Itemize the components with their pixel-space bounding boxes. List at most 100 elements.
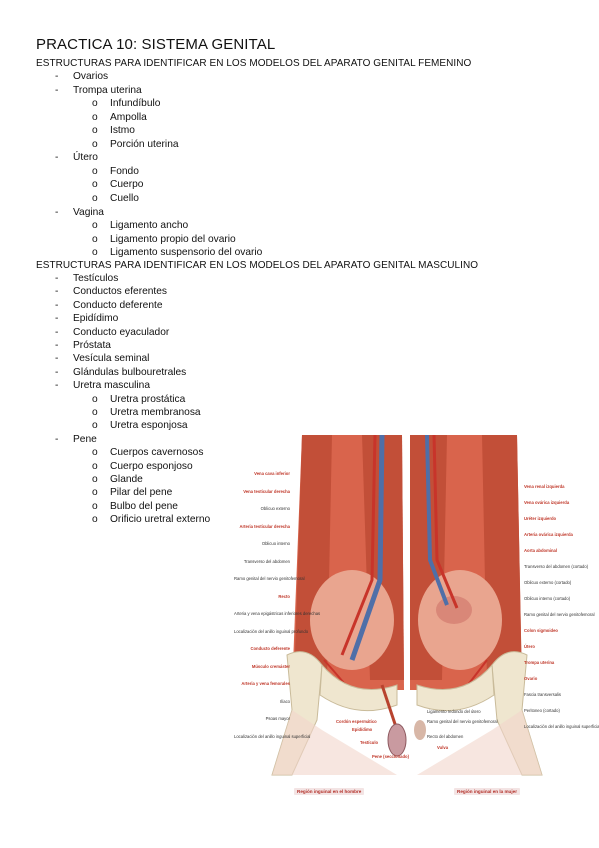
bullet-marker: o — [92, 474, 98, 485]
bullet-marker: - — [55, 353, 59, 365]
female-artery — [432, 434, 459, 609]
male-list-item: -Conductos eferentes — [0, 285, 400, 299]
male-list-item: - Conducto eyaculador — [0, 326, 400, 340]
figure-label-left: Conducto deferente — [250, 646, 290, 651]
list-item-text: Pilar del pene — [110, 487, 173, 499]
male-pubis — [319, 663, 398, 712]
male-list-item: o Uretra membranosa — [0, 406, 400, 420]
figure-label-bottom: Pene (seccionado) — [372, 754, 410, 759]
figure-label-right: Oblicuo externo (cortado) — [524, 580, 572, 585]
list-item-text: Conducto eyaculador — [73, 326, 170, 338]
figure-label-left: Vena testicular derecha — [243, 488, 290, 494]
figure-label-right: Trompa uterina — [524, 660, 555, 665]
male-list-item: -Vesícula seminal — [0, 352, 400, 366]
list-item-text: Conductos eferentes — [73, 286, 168, 298]
male-list-item: o Bulbo del pene — [0, 500, 400, 514]
bullet-marker: o — [92, 98, 98, 110]
figure-label-right: Vena ovárica izquierda — [524, 500, 570, 505]
figure-label-right: Ovario — [524, 676, 538, 681]
bullet-marker: o — [92, 500, 98, 512]
bullet-marker: - — [55, 433, 59, 445]
caption-female: Región inguinal en la mujer — [454, 788, 520, 795]
female-list-item: -Trompa uterina — [0, 84, 400, 98]
list-item-text: Epidídimo — [73, 313, 119, 325]
figure-label-bottom: Recto del abdomen — [427, 734, 464, 739]
figure-label-left: Ilíaco — [279, 698, 290, 704]
bullet-marker: - — [55, 273, 59, 284]
bullet-marker: o — [92, 165, 98, 177]
male-list-item: - Pene — [0, 433, 400, 447]
male-list-item: -Conducto deferente — [0, 299, 400, 313]
bullet-marker: o — [92, 233, 98, 245]
male-list-item: -Glándulas bulbouretrales — [0, 366, 400, 380]
figure-label-left: Arteria testicular derecha — [239, 523, 290, 529]
figure-label-left: Psoas mayor — [265, 716, 290, 721]
bullet-marker: o — [92, 460, 98, 472]
list-item-text: Uretra membranosa — [110, 407, 201, 418]
figure-label-left: Transverso del abdomen — [243, 558, 290, 564]
figure-label-right: Colon sigmoideo — [524, 628, 558, 633]
bullet-marker: o — [92, 447, 98, 459]
figure-label-left: Músculo cremáster — [251, 663, 290, 669]
bullet-marker: o — [92, 138, 98, 150]
caption-male: Región inguinal en el hombre — [294, 788, 365, 795]
male-heading: ESTRUCTURAS PARA IDENTIFICAR EN LOS MODE… — [36, 260, 479, 271]
bullet-marker: o — [92, 125, 98, 137]
list-item-text: Vagina — [73, 206, 104, 218]
testicle-shape — [387, 723, 407, 757]
figure-label-bottom: Ramo genital del nervio genitofemoral — [427, 719, 498, 724]
figure-label-right: Oblicuo interno (cortado) — [524, 596, 571, 601]
list-item-text: Uretra esponjosa — [110, 420, 188, 432]
male-artery — [340, 434, 377, 656]
female-list-item: -Ovarios — [0, 70, 400, 84]
figure-label-right: Útero — [524, 644, 535, 649]
list-item-text: Infundíbulo — [110, 98, 161, 110]
female-vein — [425, 434, 449, 606]
list-item-text: Ovarios — [73, 71, 109, 82]
vulva-shape — [414, 720, 426, 740]
figure-label-left: Arteria y vena epigástricas inferiores d… — [234, 611, 321, 616]
figure-label-left: Recto — [278, 593, 290, 599]
list-item-text: Ampolla — [110, 111, 147, 123]
list-item-text: Cuello — [110, 192, 139, 204]
female-list-item: o Cuello — [0, 192, 400, 206]
bullet-marker: o — [92, 192, 98, 204]
bullet-marker: - — [55, 326, 59, 338]
bullet-marker: - — [55, 366, 59, 378]
list-item-text: Trompa uterina — [73, 84, 142, 96]
figure-label-bottom: Vulva — [437, 745, 449, 750]
female-list-item: o Infundíbulo — [0, 97, 400, 111]
figure-label-right: Vena renal izquierda — [524, 484, 565, 489]
male-thigh — [272, 710, 397, 775]
figure-label-left: Arteria y vena femorales — [241, 681, 290, 686]
list-item-text: Ligamento suspensorio del ovario — [110, 247, 263, 259]
female-pubis — [416, 663, 495, 712]
bullet-marker: - — [55, 340, 59, 351]
bullet-marker: o — [92, 487, 98, 499]
figure-label-bottom: Ligamento redondo del útero — [427, 709, 481, 714]
list-item-text: Ligamento ancho — [110, 220, 189, 232]
bullet-marker: o — [92, 420, 98, 432]
female-thigh — [417, 710, 542, 775]
bullet-marker: o — [92, 407, 98, 418]
list-item-text: Cuerpos cavernosos — [110, 447, 204, 459]
list-item-text: Bulbo del pene — [110, 500, 178, 512]
figure-label-right: Transverso del abdomen (cortado) — [524, 564, 589, 569]
male-list-item: o Pilar del pene — [0, 486, 400, 500]
male-vein — [349, 434, 385, 661]
figure-label-bottom: Cordón espermático — [336, 719, 377, 724]
figure-label-bottom: Testículo — [360, 740, 379, 745]
list-item-text: Conducto deferente — [73, 299, 163, 311]
bullet-marker: o — [92, 179, 98, 191]
list-item-text: Pene — [73, 433, 97, 445]
figure-label-left: Localización del anillo inguinal superfi… — [234, 733, 311, 739]
figure-label-left: Oblicuo interno — [261, 541, 290, 546]
